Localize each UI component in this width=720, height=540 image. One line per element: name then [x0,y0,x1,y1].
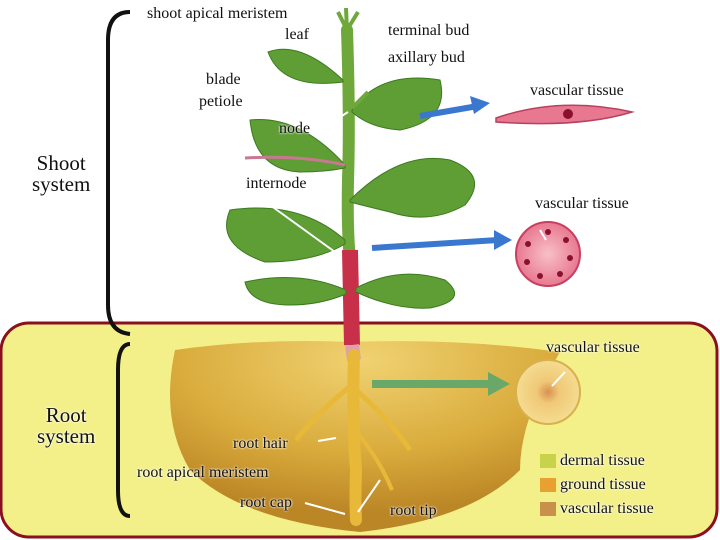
label-vascular-tissue-leaf: vascular tissue [530,82,624,99]
legend-dermal-tissue: dermal tissue [540,452,645,470]
legend-label-dermal: dermal tissue [560,452,645,469]
label-root-system-line-2: system [37,424,96,448]
label-blade: blade [206,71,241,88]
label-root-hair: root hair [233,435,288,452]
label-root-tip: root tip [390,502,437,519]
leaf-mid-right [349,157,475,218]
legend-swatch-ground [540,478,556,492]
stem-vascular-bundles [524,229,573,279]
axillary-bud-1 [350,90,370,110]
label-internode: internode [246,175,307,192]
arrow-to-leaf-section [419,96,490,119]
label-vascular-tissue-stem: vascular tissue [535,195,629,212]
label-terminal-bud: terminal bud [388,22,470,39]
label-shoot-system-line-1: Shoot [36,151,86,175]
lateral-root-left [294,383,354,442]
label-vascular-tissue-root: vascular tissue [546,339,640,356]
stem-lower [342,249,360,346]
leaf-upper-left [267,48,344,84]
leaf-bottom-left [244,277,347,306]
main-root [347,349,363,526]
leaf-vascular-dot [563,109,573,119]
leader-lines [269,11,566,515]
label-root-system: Root system [37,405,95,447]
shoot-system-bracket [106,10,131,336]
legend-swatch-vascular [540,502,556,516]
label-shoot-system: Shoot system [32,153,90,195]
label-leaf: leaf [285,26,309,43]
label-petiole: petiole [199,93,243,110]
stem [341,24,356,266]
legend-vascular-tissue: vascular tissue [540,500,654,518]
legend-ground-tissue: ground tissue [540,476,646,494]
soil [170,341,560,532]
root-cross-section [515,359,581,425]
lateral-root-right [354,388,413,452]
arrow-to-stem-section [371,230,512,251]
leaf-upper-right [351,77,443,131]
label-axillary-bud: axillary bud [388,49,465,66]
label-root-system-line-1: Root [45,403,87,427]
label-shoot-system-line-2: system [32,172,91,196]
label-shoot-apical-meristem: shoot apical meristem [147,5,288,22]
label-root-cap: root cap [240,494,292,511]
root-system-bracket [116,342,131,518]
leaf-lower-left [226,207,346,263]
legend-label-ground: ground tissue [560,476,646,493]
arrow-to-root-section [372,372,510,396]
label-node: node [279,120,311,137]
shoot-tip [336,7,360,32]
legend-label-vascular: vascular tissue [560,500,654,517]
legend-swatch-dermal [540,454,556,468]
label-root-apical-meristem: root apical meristem [137,464,269,481]
leaf-mid-left [249,119,346,173]
axillary-bud-2 [244,155,346,167]
lateral-root-small [353,428,394,491]
leaf-bottom-right [355,273,456,309]
